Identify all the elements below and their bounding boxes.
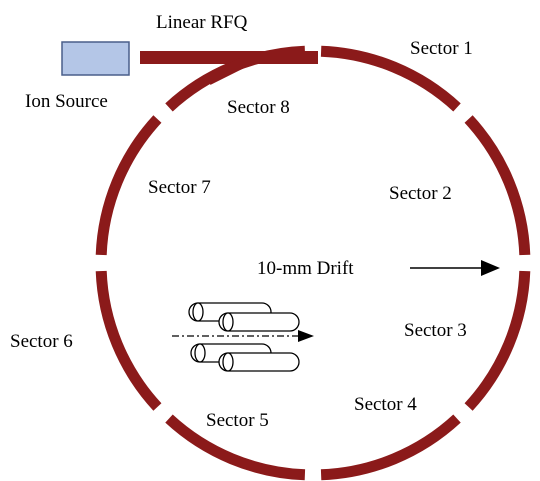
sector-4-label: Sector 4 <box>354 394 417 415</box>
rfq-ring-junction <box>205 58 245 85</box>
sector-8-label: Sector 8 <box>227 97 290 118</box>
sector-2-label: Sector 2 <box>389 183 452 204</box>
sector-2-magnet <box>464 115 531 256</box>
sector-3-label: Sector 3 <box>404 320 467 341</box>
sector-5-magnet <box>165 414 306 481</box>
sector-3-magnet <box>464 270 531 411</box>
ion-source-box <box>61 41 130 76</box>
sector-1-label: Sector 1 <box>410 38 473 59</box>
linear-rfq-label: Linear RFQ <box>156 12 248 33</box>
sector-1-magnet <box>320 45 461 112</box>
sector-7-label: Sector 7 <box>148 177 211 198</box>
linear-rfq-bar <box>140 51 318 64</box>
sector-7-magnet <box>95 115 162 256</box>
ring-segments <box>95 45 531 481</box>
sector-6-label: Sector 6 <box>10 331 73 352</box>
sector-4-magnet <box>320 414 461 481</box>
drift-arrowhead <box>481 260 500 276</box>
sector-6-magnet <box>95 270 162 411</box>
ion-source-label: Ion Source <box>25 91 108 112</box>
drift-label: 10-mm Drift <box>257 258 354 279</box>
sector-5-label: Sector 5 <box>206 410 269 431</box>
beam-axis-arrowhead <box>298 330 314 342</box>
quadrupole-rods-icon <box>188 302 300 372</box>
